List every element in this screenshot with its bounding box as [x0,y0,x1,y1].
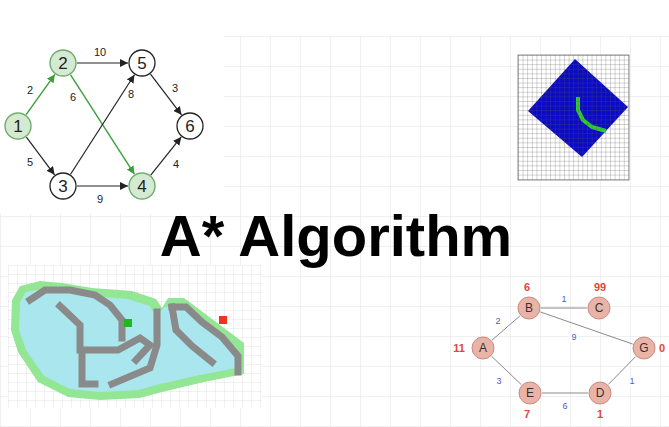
edge-weight: 6 [69,92,77,103]
heuristic-value: 11 [453,343,465,354]
node-circle [519,382,541,404]
graph-node: 6 [176,112,204,140]
node-circle [633,337,655,359]
explored-region [19,289,236,392]
edge-weight: 1 [560,295,567,304]
walls [30,290,238,384]
heuristic-value: 7 [524,409,530,420]
graph-panel [0,36,224,214]
edge-weight: 4 [172,159,180,170]
edge-weight: 2 [26,85,34,96]
heuristic-value: 99 [594,282,606,293]
edge-weight: 1 [628,377,635,386]
grid-panel [518,55,629,180]
graph-edge [151,137,182,175]
goal-cell [219,316,227,324]
grid-panel [8,265,262,408]
node-label: C [595,302,604,314]
grid-lines [518,55,629,180]
node-label: 5 [137,55,146,72]
node-label: G [639,342,648,354]
graph-node: A11 [471,336,495,360]
graph-edge [71,75,135,174]
node-circle [177,113,203,139]
graph-edge [542,393,588,394]
graph-node: C99 [587,296,611,320]
node-circle [129,50,155,76]
edge-weight: 2 [494,317,501,326]
graph-edge [77,185,128,186]
diamond-search-illustration [518,55,629,180]
graph-node: 3 [49,172,77,200]
edge-weight: 10 [93,47,107,58]
top-band [0,0,669,36]
node-label: 3 [58,178,67,195]
graph-node: 1 [4,112,32,140]
heuristic-value: 6 [524,282,530,293]
node-circle [50,173,76,199]
node-circle [588,297,610,319]
edge-weight: 6 [561,402,568,411]
edge-weight: 9 [96,194,104,205]
edge-weight: 5 [26,157,34,168]
node-circle [5,113,31,139]
heuristic-value: 0 [659,343,665,354]
graph-edge [150,74,181,115]
graph-edge [540,312,632,344]
graph-edge [492,316,520,340]
edge-weight: 9 [570,333,577,342]
start-cell [124,319,132,327]
edge-weight: 3 [495,377,502,386]
node-circle [518,297,540,319]
node-label: 4 [137,178,146,195]
graph-node: B6 [517,296,541,320]
graph-node: 2 [49,49,77,77]
graph-node: 5 [128,49,156,77]
edge-weight: 8 [127,89,135,100]
graph-edge [26,74,55,114]
graph-edge [71,75,135,174]
heuristic-value: 1 [597,409,603,420]
graph-node: D1 [588,381,612,405]
node-label: 6 [185,118,194,135]
frontier-region [11,281,244,400]
node-label: 2 [58,55,67,72]
node-circle [129,173,155,199]
node-label: 1 [13,118,22,135]
node-circle [50,50,76,76]
graph-node: E7 [518,381,542,405]
node-label: D [596,387,605,399]
graph-edge [77,62,128,63]
graph-edge [541,308,587,309]
graph-node: 4 [128,172,156,200]
grid-lines [8,265,262,408]
edge-weight: 3 [171,83,179,94]
node-circle [472,337,494,359]
graph-edge [492,356,522,384]
graph-edge [26,137,54,175]
maze-search-illustration [8,265,262,408]
node-label: E [526,387,534,399]
node-label: B [525,302,533,314]
node-circle [589,382,611,404]
node-label: A [479,342,487,354]
graph-node: G0 [632,336,656,360]
title: A* Algorithm [160,207,512,265]
